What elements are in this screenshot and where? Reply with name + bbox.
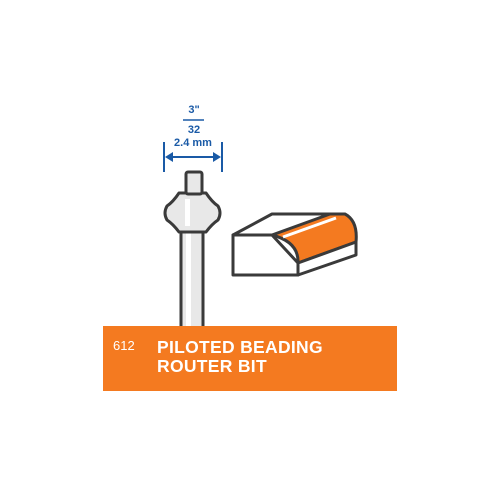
- workpiece-icon: [231, 212, 358, 277]
- dimension-arrow: [163, 142, 223, 172]
- product-title-line-1: PILOTED BEADING: [157, 337, 323, 357]
- product-banner: 612 PILOTED BEADING ROUTER BIT: [103, 326, 397, 391]
- dimension-fraction-numerator: 3": [188, 104, 200, 116]
- router-bit-icon: [163, 170, 222, 332]
- dimension-fraction-denominator: 32: [187, 124, 201, 136]
- product-title-line-2: ROUTER BIT: [157, 356, 267, 376]
- dimension-metric: 2.4 mm: [174, 137, 212, 149]
- product-code: 612: [113, 338, 135, 353]
- product-title: PILOTED BEADING ROUTER BIT: [157, 338, 323, 376]
